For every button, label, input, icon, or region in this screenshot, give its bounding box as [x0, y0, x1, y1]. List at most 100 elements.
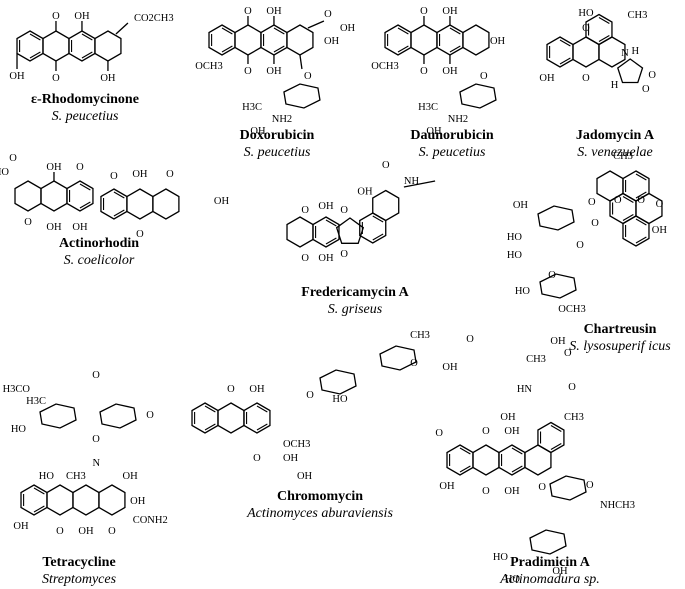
compound-name-pradimicin: Pradimicin A — [510, 555, 590, 570]
atom-label: H — [632, 46, 640, 57]
compound-name-chromomycin: Chromomycin — [276, 489, 364, 504]
compound-name-fredericamycin: Fredericamycin A — [301, 285, 409, 300]
atom-label: O — [110, 171, 118, 182]
atom-label: OH — [297, 471, 313, 482]
atom-label: OH — [266, 6, 282, 17]
caption-chromomycin: Chromomycin Actinomyces aburaviensis — [235, 488, 405, 522]
atom-label: NH2 — [272, 114, 292, 125]
ring — [98, 484, 126, 516]
sugar-ring — [379, 345, 417, 371]
atom-label: HO — [11, 424, 27, 435]
atom-label: OH — [504, 426, 520, 437]
atom-label: HO — [493, 552, 509, 563]
atom-label: O — [324, 9, 332, 20]
atom-label: OH — [357, 187, 373, 198]
ring — [312, 216, 340, 248]
atom-label: NH — [404, 176, 420, 187]
atom-label: O — [576, 240, 584, 251]
atom-label: O — [227, 384, 235, 395]
sugar-ring — [539, 273, 577, 299]
atom-label: CH3 — [410, 330, 430, 341]
ring — [217, 402, 245, 434]
atom-label: OCH3 — [195, 61, 222, 72]
atom-label: O — [614, 195, 622, 206]
atom-label: O — [304, 71, 312, 82]
atom-label: O — [92, 434, 100, 445]
atom-label: OH — [652, 225, 668, 236]
ring — [335, 217, 365, 244]
ring — [598, 36, 626, 68]
atom-label: OH — [442, 66, 458, 77]
sugar-ring — [99, 403, 137, 429]
atom-label: OH — [214, 196, 230, 207]
sugar-ring — [283, 83, 321, 109]
sugar-ring — [549, 475, 587, 501]
ring — [100, 188, 128, 220]
caption-daunorubicin: Daunorubicin S. peucetius — [397, 127, 507, 161]
atom-label: O — [306, 390, 314, 401]
atom-label: O — [480, 71, 488, 82]
atom-label: O — [108, 526, 116, 537]
atom-label: O — [564, 348, 572, 359]
atom-label: OH — [132, 169, 148, 180]
atom-label: O — [588, 197, 596, 208]
organism-daunorubicin: S. peucetius — [418, 145, 486, 160]
ring — [20, 484, 48, 516]
atom-label: O — [548, 270, 556, 281]
atom-label: CH3 — [66, 471, 86, 482]
atom-label: OH — [13, 521, 29, 532]
atom-label: OH — [439, 481, 455, 492]
atom-label: HO — [515, 286, 531, 297]
ring — [234, 24, 262, 56]
ring — [622, 215, 650, 247]
atom-label: OH — [123, 471, 139, 482]
caption-chartreusin: Chartreusin S. lysosuperif icus — [555, 321, 685, 355]
atom-label: H — [611, 80, 619, 91]
atom-label: OH — [74, 11, 90, 22]
atom-label: OH — [100, 73, 116, 84]
atom-label: O — [244, 66, 252, 77]
atom-label: O — [637, 195, 645, 206]
atom-label: O — [136, 229, 144, 240]
compound-name-daunorubicin: Daunorubicin — [410, 128, 494, 143]
ring — [16, 30, 44, 62]
atom-label: OCH3 — [371, 61, 398, 72]
sugar-ring — [537, 205, 575, 231]
atom-label: OH — [130, 496, 146, 507]
atom-label: OCH3 — [558, 304, 585, 315]
atom-label: H3C — [418, 102, 438, 113]
atom-label: NHCH3 — [600, 500, 635, 511]
ring — [94, 30, 122, 62]
atom-label: OH — [324, 36, 340, 47]
organism-chartreusin: S. lysosuperif icus — [569, 339, 671, 354]
atom-label: CO2CH3 — [134, 13, 174, 24]
caption-actinorhodin: Actinorhodin S. coelicolor — [44, 235, 154, 269]
ring — [72, 484, 100, 516]
ring — [243, 402, 271, 434]
atom-label: O — [420, 66, 428, 77]
ring — [372, 189, 400, 222]
atom-label: O — [92, 370, 100, 381]
atom-label: O — [586, 480, 594, 491]
atom-label: OH — [490, 36, 506, 47]
atom-label: O — [582, 23, 590, 34]
sugar-ring — [319, 369, 357, 395]
ring — [40, 180, 68, 212]
atom-label: O — [482, 426, 490, 437]
atom-label: OH — [500, 412, 516, 423]
ring — [152, 188, 180, 220]
atom-label: HO — [578, 8, 594, 19]
ring — [410, 24, 438, 56]
atom-label: NH2 — [448, 114, 468, 125]
sugar-ring — [529, 529, 567, 555]
atom-label: OH — [46, 222, 62, 233]
atom-label: O — [340, 205, 348, 216]
sugar-ring — [459, 83, 497, 109]
sugar-ring — [39, 403, 77, 429]
